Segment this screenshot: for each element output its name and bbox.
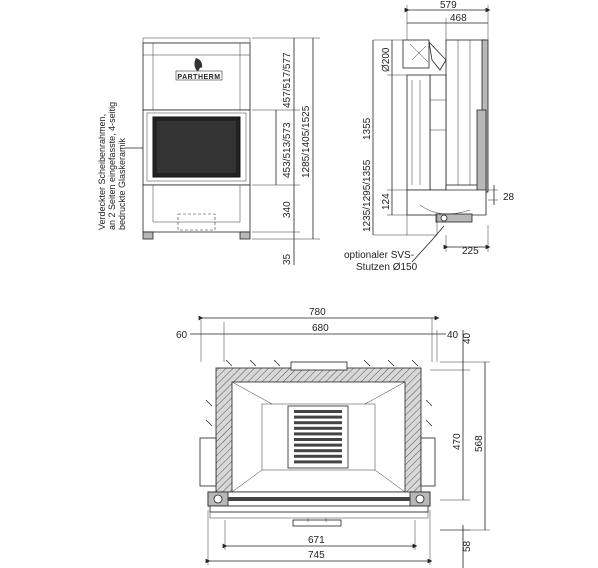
grate-bar <box>294 443 342 447</box>
dim-plan-58: 58 <box>462 540 473 552</box>
plan-grate-bars <box>294 410 342 464</box>
front-top-plate <box>142 37 251 44</box>
grate-bar <box>294 432 342 436</box>
side-note-line-1: optionaler SVS- <box>344 250 414 261</box>
dim-plan-671: 671 <box>308 535 325 546</box>
plan-tick <box>425 399 433 407</box>
logo-text: PARTHERM <box>177 74 220 81</box>
grate-bar <box>294 449 342 453</box>
dim-plan-568: 568 <box>474 435 485 452</box>
plan-view: 780 60 680 40 40 470 568 <box>176 307 490 568</box>
dim-plan-60: 60 <box>176 330 188 341</box>
front-note-line-2: an 2 Seiten eingefasste, 4-seitig <box>107 102 117 230</box>
partherm-logo: PARTHERM <box>175 58 223 81</box>
plan-flue-tab <box>290 361 348 371</box>
plan-grate <box>287 405 349 469</box>
front-note-line-1: Verdeckter Scheibenrahmen, <box>97 114 107 230</box>
dim-total: 1285/1405/1525 <box>301 105 312 178</box>
front-note: Verdeckter Scheibenrahmen, an 2 Seiten e… <box>97 102 127 230</box>
side-flue <box>402 39 430 69</box>
dim-base-height: 1235/1295/1355 <box>362 159 373 232</box>
plan-tick <box>205 419 213 427</box>
dim-plan-780: 780 <box>309 307 326 318</box>
grate-bar <box>294 454 342 458</box>
plan-tick <box>225 359 233 367</box>
dim-plan-470: 470 <box>452 433 463 450</box>
side-view: 579 468 Ø <box>344 0 515 273</box>
dim-flue: Ø200 <box>381 47 392 72</box>
grate-bar <box>294 415 342 419</box>
dim-right-28: 28 <box>503 192 515 203</box>
side-note-line-2: Stutzen Ø150 <box>356 262 418 273</box>
grate-bar <box>294 410 342 413</box>
front-foot-left <box>142 231 154 240</box>
plan-tick <box>425 419 433 427</box>
grate-bar <box>294 438 342 441</box>
dim-plan-40: 40 <box>447 330 459 341</box>
plan-tick <box>273 359 281 367</box>
dim-base-lower: 124 <box>381 193 392 210</box>
grate-bar <box>294 421 342 425</box>
plan-tick <box>205 399 213 407</box>
plan-handle <box>292 519 342 527</box>
plan-tick <box>411 359 419 367</box>
plan-tick <box>249 359 257 367</box>
dim-width-total: 579 <box>440 0 457 11</box>
plan-tick <box>363 359 371 367</box>
front-note-line-3: bedruckte Glaskeramik <box>117 137 127 230</box>
grate-bar <box>294 460 342 464</box>
dim-plan-right-40: 40 <box>462 332 473 344</box>
front-view: PARTHERM Verdeckter Scheibenrahmen, an 2… <box>97 37 320 265</box>
plan-tick <box>387 359 395 367</box>
front-foot-right <box>239 231 251 240</box>
front-ash-slot <box>177 213 216 231</box>
dim-flue-height: 1355 <box>362 117 373 140</box>
front-lower-housing <box>142 184 251 233</box>
grate-bar <box>294 426 342 430</box>
dim-upper-height: 457/517/577 <box>282 52 293 108</box>
dim-bottom-225: 225 <box>462 246 479 257</box>
dim-lower: 340 <box>282 201 293 218</box>
dim-glass-height: 453/513/573 <box>282 122 293 178</box>
dim-width-inner: 468 <box>450 13 467 24</box>
dim-plan-745: 745 <box>308 550 325 561</box>
dim-foot: 35 <box>282 253 293 265</box>
dim-plan-680: 680 <box>312 323 329 334</box>
